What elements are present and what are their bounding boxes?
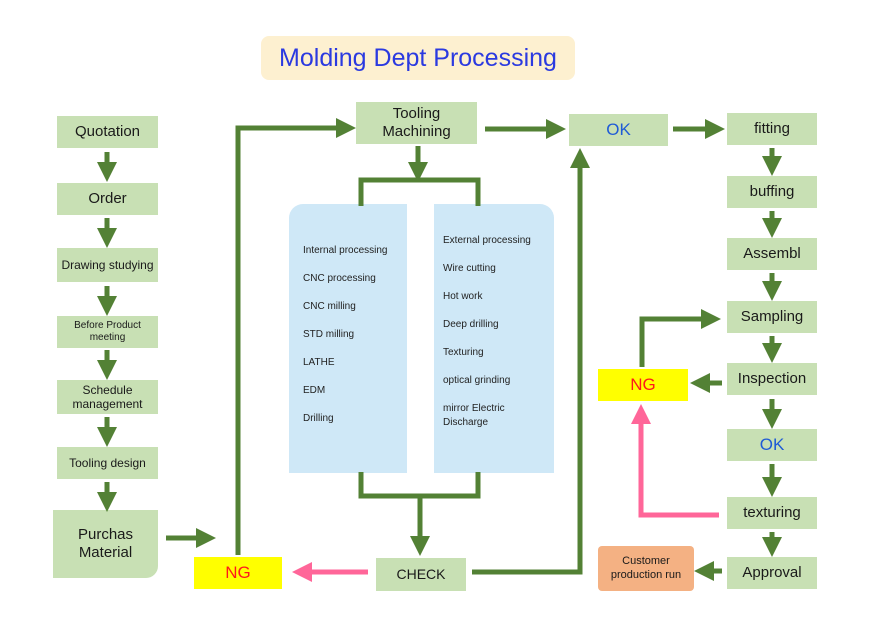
external-item: optical grinding bbox=[443, 375, 511, 386]
external-item: mirror Electric Discharge bbox=[443, 403, 505, 428]
tooling-machining-box: Tooling Machining bbox=[356, 102, 477, 144]
arrow-ng-to-sampling bbox=[639, 309, 721, 367]
step-tooling-design: Tooling design bbox=[57, 447, 158, 479]
merge-bracket bbox=[358, 472, 481, 499]
check-box: CHECK bbox=[376, 558, 466, 591]
arrow-texturing-to-ng bbox=[631, 404, 719, 518]
external-item: Hot work bbox=[443, 291, 483, 302]
step-quotation: Quotation bbox=[57, 116, 158, 148]
step-assembl: Assembl bbox=[727, 238, 817, 270]
step-ok: OK bbox=[727, 429, 817, 461]
step-buffing: buffing bbox=[727, 176, 817, 208]
internal-item: CNC processing bbox=[303, 273, 376, 284]
external-item: Texturing bbox=[443, 347, 484, 358]
step-fitting: fitting bbox=[727, 113, 817, 145]
step-schedule-management: Schedule management bbox=[57, 380, 158, 414]
page-title: Molding Dept Processing bbox=[261, 36, 575, 80]
step-order: Order bbox=[57, 183, 158, 215]
internal-item: Drilling bbox=[303, 413, 334, 424]
external-item: External processing bbox=[443, 235, 531, 246]
step-before-product-meeting: Before Product meeting bbox=[57, 316, 158, 348]
customer-production-box: Customer production run bbox=[598, 546, 694, 591]
ng-bottom-box: NG bbox=[194, 557, 282, 589]
ok-top-box: OK bbox=[569, 114, 668, 146]
internal-item: STD milling bbox=[303, 329, 355, 340]
step-texturing: texturing bbox=[727, 497, 817, 529]
external-processing-panel: External processing Wire cutting Hot wor… bbox=[434, 204, 554, 473]
ng-right-box: NG bbox=[598, 369, 688, 401]
external-item: Deep drilling bbox=[443, 319, 499, 330]
arrow-ng-to-tooling bbox=[235, 118, 356, 555]
split-bracket bbox=[358, 177, 481, 206]
step-purchas-material: Purchas Material bbox=[53, 510, 158, 578]
internal-item: CNC milling bbox=[303, 301, 356, 312]
arrow-check-to-ok bbox=[472, 148, 590, 575]
internal-item: Internal processing bbox=[303, 245, 388, 256]
external-item: Wire cutting bbox=[443, 263, 496, 274]
internal-item: EDM bbox=[303, 385, 326, 396]
step-drawing-studying: Drawing studying bbox=[57, 248, 158, 282]
step-inspection: Inspection bbox=[727, 363, 817, 395]
internal-processing-panel: Internal processing CNC processing CNC m… bbox=[289, 204, 407, 473]
step-approval: Approval bbox=[727, 557, 817, 589]
internal-item: LATHE bbox=[303, 357, 335, 368]
step-sampling: Sampling bbox=[727, 301, 817, 333]
